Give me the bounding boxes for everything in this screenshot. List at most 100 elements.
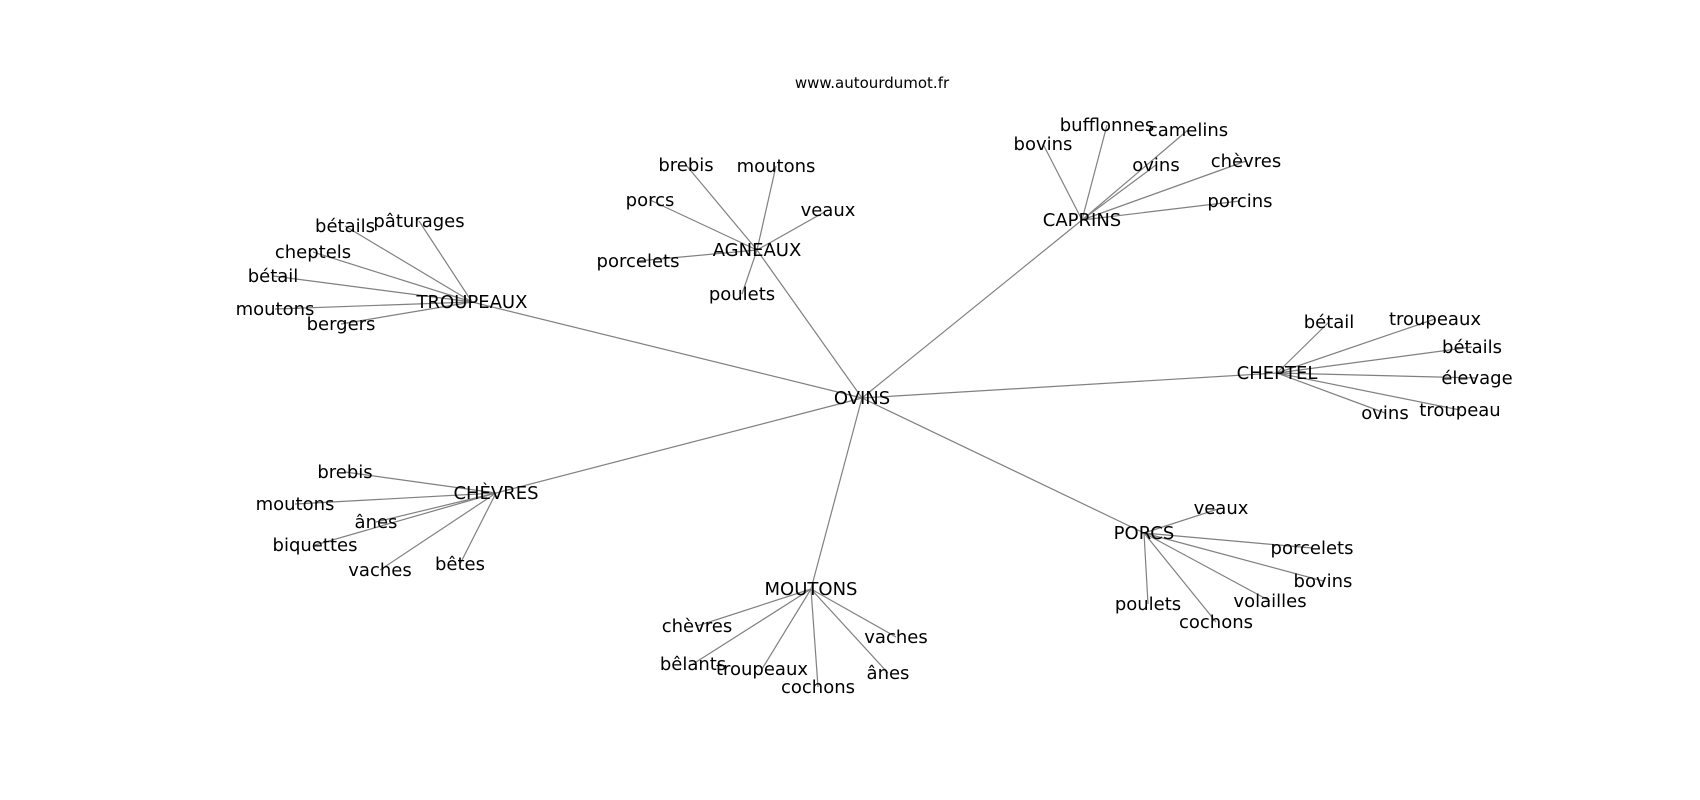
word-label: volailles bbox=[1233, 591, 1306, 612]
word-label: vaches bbox=[348, 560, 411, 581]
word-label: bergers bbox=[307, 314, 376, 335]
edge-hub-to-word bbox=[1081, 200, 1241, 221]
edge-hub-to-word bbox=[1276, 321, 1330, 374]
edge-root-to-hub bbox=[810, 397, 863, 590]
source-url: www.autourdumot.fr bbox=[795, 74, 950, 92]
edge-hub-to-word bbox=[685, 164, 758, 251]
edge-hub-to-word bbox=[1081, 129, 1189, 221]
edge-hub-to-word bbox=[344, 471, 497, 494]
word-label: bêlants bbox=[660, 654, 726, 675]
word-label: camelins bbox=[1148, 120, 1228, 141]
edge-hub-to-word bbox=[344, 225, 473, 303]
word-label: chèvres bbox=[662, 616, 733, 637]
word-label: moutons bbox=[256, 494, 335, 515]
edge-hub-to-word bbox=[756, 209, 829, 251]
word-label: élevage bbox=[1441, 368, 1512, 389]
edge-hub-to-word bbox=[696, 588, 812, 627]
edge-hub-to-word bbox=[1276, 372, 1478, 379]
hub-node-label: AGNEAUX bbox=[713, 240, 802, 261]
labels: www.autourdumot.fr OVINS brebis moutons po… bbox=[236, 74, 1513, 698]
edge-hub-to-word bbox=[1081, 124, 1108, 221]
word-label: cochons bbox=[781, 677, 855, 698]
word-label: cheptels bbox=[275, 242, 351, 263]
edge-hub-to-word bbox=[761, 588, 812, 670]
word-label: bétails bbox=[1442, 337, 1502, 358]
hub-node-label: CHÈVRES bbox=[453, 482, 538, 504]
edge-hub-to-word bbox=[1143, 532, 1271, 602]
word-label: porcelets bbox=[597, 251, 680, 272]
edge-hub-to-word bbox=[692, 588, 812, 665]
word-label: poulets bbox=[1115, 594, 1181, 615]
word-label: cochons bbox=[1179, 612, 1253, 633]
word-label: vaches bbox=[864, 627, 927, 648]
word-label: bufflonnes bbox=[1060, 115, 1155, 136]
edge-root-to-hub bbox=[861, 372, 1278, 399]
edges bbox=[272, 124, 1478, 688]
word-label: porcelets bbox=[1271, 538, 1354, 559]
edge-root-to-hub bbox=[495, 397, 863, 494]
word-label: bétails bbox=[315, 216, 375, 237]
edge-hub-to-word bbox=[340, 301, 473, 325]
edge-hub-to-word bbox=[459, 492, 497, 565]
edge-hub-to-word bbox=[379, 492, 497, 571]
word-label: troupeau bbox=[1419, 400, 1500, 421]
word-label: chèvres bbox=[1211, 151, 1282, 172]
word-label: moutons bbox=[737, 156, 816, 177]
word-label: troupeaux bbox=[1389, 309, 1481, 330]
edge-hub-to-word bbox=[649, 199, 758, 251]
edge-hub-to-word bbox=[1143, 532, 1217, 623]
word-label: bêtes bbox=[435, 554, 485, 575]
word-label: veaux bbox=[801, 200, 856, 221]
edge-hub-to-word bbox=[756, 165, 777, 251]
hub-node-label: MOUTONS bbox=[765, 579, 858, 600]
word-label: brebis bbox=[658, 155, 713, 176]
edge-hub-to-word bbox=[375, 492, 497, 523]
edge-hub-to-word bbox=[637, 249, 758, 262]
edge-hub-to-word bbox=[810, 588, 819, 688]
edge-hub-to-word bbox=[314, 492, 497, 546]
word-label: bovins bbox=[1014, 134, 1073, 155]
edge-hub-to-word bbox=[1081, 160, 1247, 221]
edge-root-to-hub bbox=[861, 219, 1083, 399]
word-label: ovins bbox=[1132, 155, 1179, 176]
hub-node-label: PORCS bbox=[1114, 523, 1175, 544]
edge-hub-to-word bbox=[272, 275, 473, 303]
word-label: ânes bbox=[355, 512, 398, 533]
word-label: biquettes bbox=[273, 535, 358, 556]
word-label: ânes bbox=[867, 663, 910, 684]
word-label: porcs bbox=[626, 190, 675, 211]
edge-hub-to-word bbox=[1143, 532, 1149, 605]
edge-hub-to-word bbox=[1276, 372, 1461, 411]
edge-hub-to-word bbox=[810, 588, 897, 638]
edge-hub-to-word bbox=[1143, 532, 1324, 582]
edge-hub-to-word bbox=[741, 249, 758, 295]
hub-node-label: TROUPEAUX bbox=[416, 292, 528, 313]
hub-node-label: CAPRINS bbox=[1043, 210, 1121, 231]
word-label: bétail bbox=[248, 266, 299, 287]
word-label: bovins bbox=[1294, 571, 1353, 592]
word-label: poulets bbox=[709, 284, 775, 305]
edge-root-to-hub bbox=[471, 301, 863, 399]
edge-hub-to-word bbox=[810, 588, 889, 674]
word-label: troupeaux bbox=[716, 659, 808, 680]
root-node-label: OVINS bbox=[834, 388, 890, 409]
edge-hub-to-word bbox=[418, 220, 473, 303]
word-label: veaux bbox=[1194, 498, 1249, 519]
word-label: porcins bbox=[1207, 191, 1272, 212]
edge-root-to-hub bbox=[756, 249, 863, 399]
word-label: ovins bbox=[1361, 403, 1408, 424]
edge-hub-to-word bbox=[1081, 164, 1157, 221]
edge-hub-to-word bbox=[1143, 532, 1313, 549]
word-label: pâturages bbox=[373, 211, 464, 232]
edge-hub-to-word bbox=[1042, 143, 1083, 221]
edge-hub-to-word bbox=[274, 301, 473, 310]
hub-node-label: CHEPTEL bbox=[1237, 363, 1318, 384]
edge-hub-to-word bbox=[312, 251, 473, 303]
edge-hub-to-word bbox=[1276, 372, 1386, 414]
edge-hub-to-word bbox=[294, 492, 497, 505]
edge-root-to-hub bbox=[861, 397, 1145, 534]
word-label: moutons bbox=[236, 299, 315, 320]
edge-hub-to-word bbox=[1276, 346, 1473, 374]
word-label: bétail bbox=[1304, 312, 1355, 333]
